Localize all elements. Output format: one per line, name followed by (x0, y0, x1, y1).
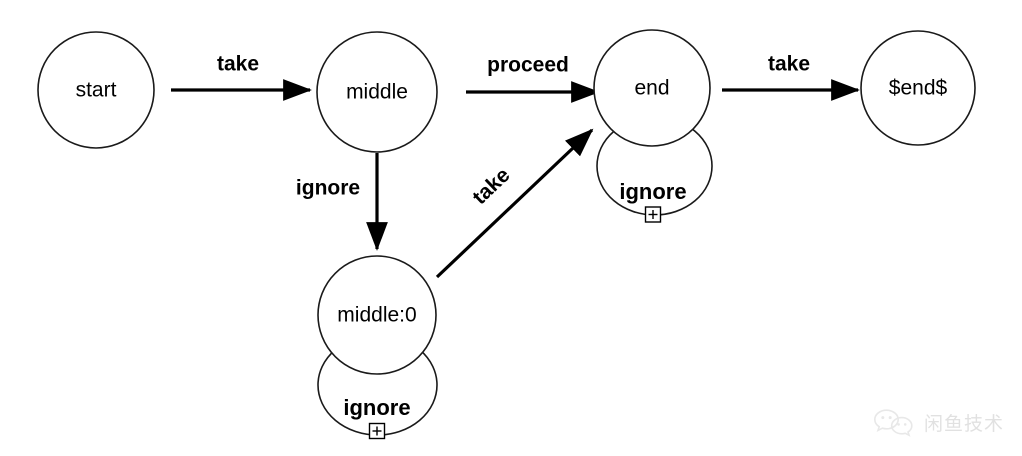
wechat-logo-icon (873, 409, 913, 437)
node-middle-circle (316, 31, 438, 153)
edge-middle0-to-end[interactable]: take (435, 128, 594, 279)
node-middle0[interactable]: middle:0 (317, 255, 437, 375)
node-middle0-circle (317, 255, 437, 375)
watermark-text: 闲鱼技术 (923, 412, 1004, 435)
self-loop-middle0-label: ignore (343, 395, 410, 420)
node-middle0-label: middle:0 (337, 304, 416, 327)
node-end-label: end (634, 77, 669, 100)
node-start-label: start (76, 79, 117, 102)
edge-middle-to-end-label: proceed (487, 54, 569, 77)
node-middle-label: middle (346, 81, 408, 104)
edge-middle0-to-end-line (435, 128, 594, 279)
edge-middle-to-middle0[interactable]: ignore (296, 153, 388, 251)
node-start[interactable]: start (37, 31, 155, 149)
edge-middle-to-end[interactable]: proceed (466, 54, 600, 103)
watermark: 闲鱼技术 (872, 406, 1004, 438)
node-end[interactable]: end (593, 29, 711, 147)
edge-start-to-middle-label: take (217, 53, 259, 76)
edge-end-to-dollarend[interactable]: take (722, 53, 860, 101)
edge-start-to-middle[interactable]: take (171, 53, 312, 101)
node-end-circle (593, 29, 711, 147)
edge-middle0-to-end-label: take (468, 164, 514, 210)
node-start-circle (37, 31, 155, 149)
node-middle[interactable]: middle (316, 31, 438, 153)
edge-end-to-dollarend-label: take (768, 53, 810, 76)
node-dollar-end-label: $end$ (889, 77, 948, 100)
edge-middle-to-middle0-label: ignore (296, 177, 360, 200)
self-loop-end[interactable]: ignore (596, 116, 713, 223)
self-loop-middle0-expand-icon[interactable] (368, 422, 386, 440)
node-dollar-end[interactable]: $end$ (860, 30, 976, 146)
node-dollar-end-circle (860, 30, 976, 146)
self-loop-end-label: ignore (619, 179, 686, 204)
self-loop-end-expand-icon[interactable] (644, 206, 662, 223)
